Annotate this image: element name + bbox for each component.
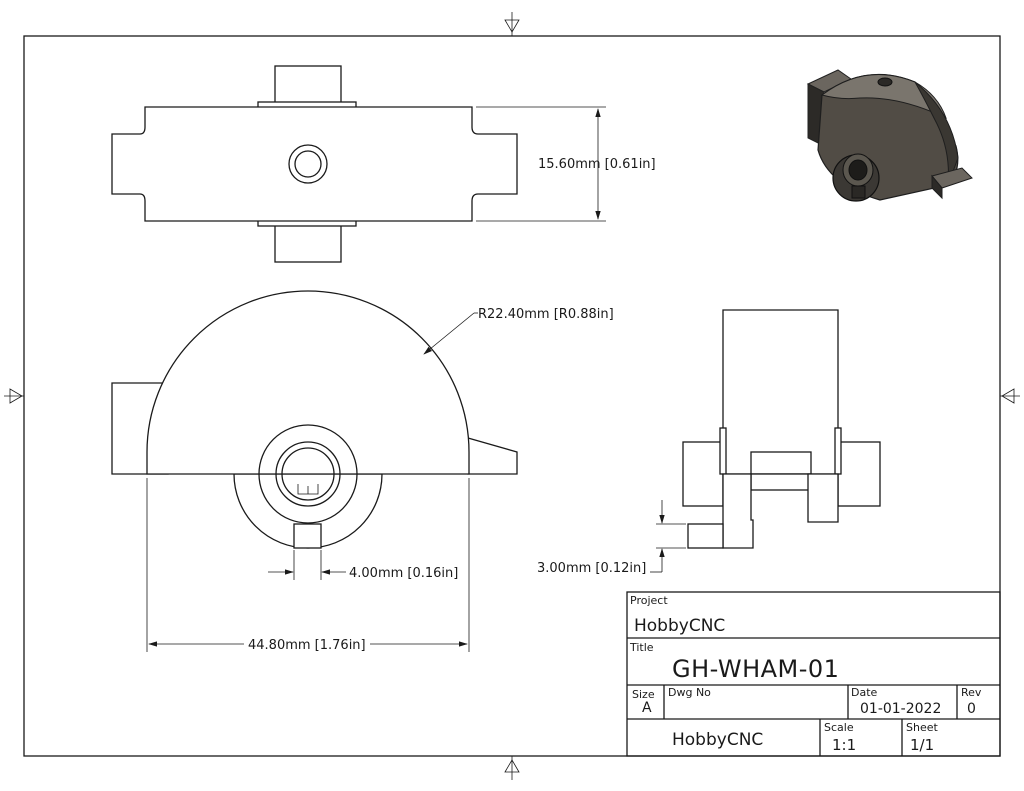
project-value: HobbyCNC (634, 616, 725, 636)
date-label: Date (851, 686, 878, 699)
dimension-radius: R22.40mm [R0.88in] (423, 307, 614, 355)
centering-marks (4, 12, 1020, 780)
size-value: A (642, 700, 652, 716)
date-value: 01-01-2022 (860, 701, 941, 717)
dimension-overall-width-label: 44.80mm [1.76in] (248, 638, 366, 653)
rev-label: Rev (961, 686, 982, 699)
size-label: Size (632, 688, 655, 701)
dimension-height: 15.60mm [0.61in] (476, 106, 656, 222)
sheet-label: Sheet (906, 721, 938, 734)
scale-value: 1:1 (832, 736, 856, 754)
dimension-radius-label: R22.40mm [R0.88in] (478, 307, 614, 322)
sheet-value: 1/1 (910, 736, 934, 754)
dwg-no-label: Dwg No (668, 686, 711, 699)
side-view (682, 309, 881, 549)
drawing-title: GH-WHAM-01 (672, 655, 839, 683)
dimension-slot-width: 4.00mm [0.16in] (268, 550, 458, 581)
dimension-tab-height: 3.00mm [0.12in] (537, 500, 686, 576)
rev-value: 0 (967, 701, 976, 717)
dimension-slot-width-label: 4.00mm [0.16in] (349, 566, 458, 581)
title-label: Title (629, 641, 654, 654)
title-block: Project HobbyCNC Title GH-WHAM-01 Size A… (626, 591, 1001, 757)
top-view (111, 65, 518, 263)
dimension-tab-height-label: 3.00mm [0.12in] (537, 561, 646, 576)
dimension-overall-width: 44.80mm [1.76in] (146, 478, 470, 653)
dimension-height-label: 15.60mm [0.61in] (538, 157, 656, 172)
dwg-no-value: HobbyCNC (672, 730, 763, 750)
front-view (111, 290, 518, 549)
scale-label: Scale (824, 721, 854, 734)
isometric-view (806, 69, 973, 202)
project-label: Project (630, 594, 668, 607)
